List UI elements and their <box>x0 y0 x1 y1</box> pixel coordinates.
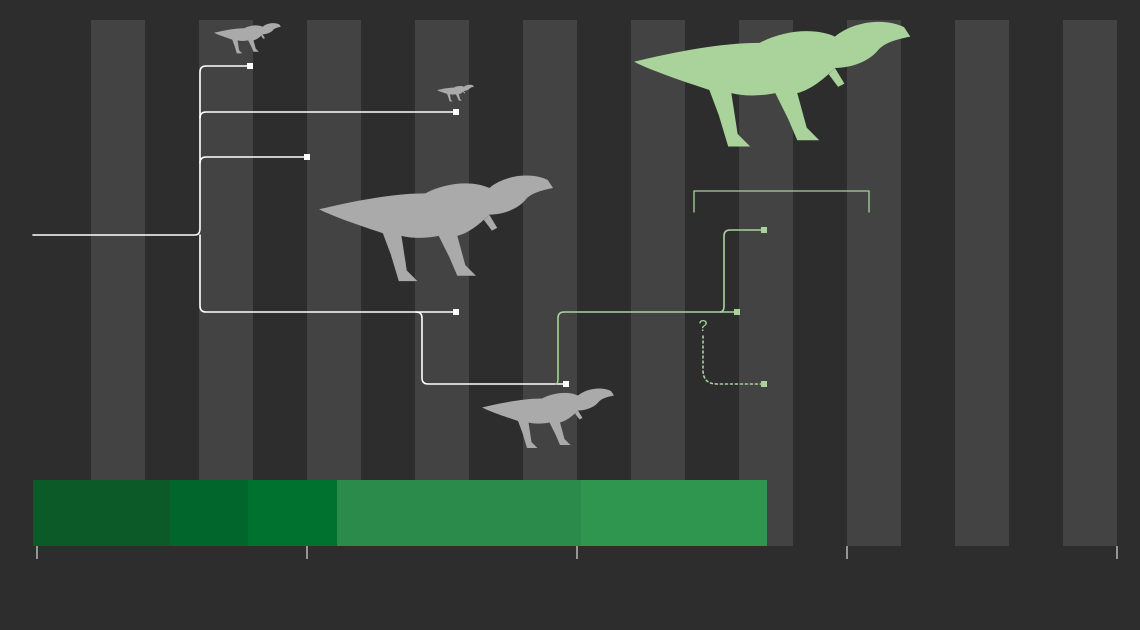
branch-green-stem <box>555 311 738 385</box>
node-taxon-small-top <box>247 63 253 69</box>
uncertain-placement-marker: ? <box>699 318 708 335</box>
node-taxon-lower <box>563 381 569 387</box>
stripe-8 <box>847 20 901 546</box>
stripe-6 <box>631 20 685 546</box>
node-taxon-green-top <box>761 227 767 233</box>
lower-tyrannosauroid-silhouette <box>482 388 614 448</box>
timebar-segment-4 <box>337 480 581 546</box>
dinosaur-silhouettes <box>214 21 911 448</box>
clade-bracket <box>693 190 870 213</box>
branch-tiny <box>199 111 457 119</box>
node-taxon-tiny <box>453 109 459 115</box>
stripe-10 <box>1063 20 1117 546</box>
node-taxon-green-mid <box>734 309 740 315</box>
node-taxon-feathered <box>453 309 459 315</box>
timebar-segment-5 <box>581 480 767 546</box>
small-theropod-silhouette <box>214 23 281 54</box>
tyrannosaurus-silhouette <box>634 21 911 147</box>
stripe-2 <box>199 20 253 546</box>
stripe-3 <box>307 20 361 546</box>
time-axis-ticks <box>36 546 1118 559</box>
branch-feathered <box>199 234 457 313</box>
timebar-segment-3 <box>248 480 337 546</box>
branch-short <box>199 156 308 164</box>
stripe-9 <box>955 20 1009 546</box>
node-taxon-short <box>304 154 310 160</box>
timebar-segment-1 <box>33 480 170 546</box>
feathered-tyrannosauroid-silhouette <box>319 175 554 282</box>
node-taxon-green-uncertain <box>761 381 767 387</box>
timebar-segment-2 <box>170 480 248 546</box>
branch-green-uncertain <box>702 335 765 385</box>
branch-green-top <box>719 229 765 313</box>
tiny-theropod-silhouette <box>437 84 474 102</box>
phylogenetic-tree: ? <box>32 63 870 387</box>
geologic-time-bar <box>33 480 767 546</box>
branch-root <box>32 65 251 236</box>
stripe-4 <box>415 20 469 546</box>
branch-lower <box>415 311 567 385</box>
time-stripes <box>91 20 1117 546</box>
stripe-1 <box>91 20 145 546</box>
stripe-5 <box>523 20 577 546</box>
